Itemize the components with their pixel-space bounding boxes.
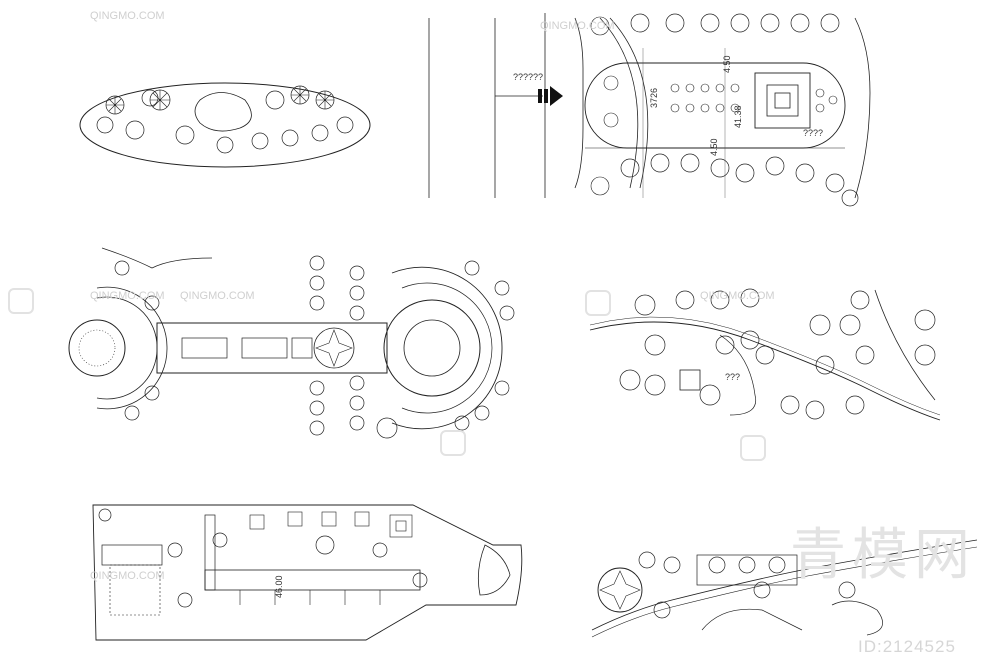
long-plaza-drawing: 46.00 bbox=[92, 504, 523, 641]
circular-plaza-drawing bbox=[591, 539, 978, 638]
watermark-site-mark: QINGMO.COM bbox=[90, 10, 165, 22]
ellipse-island-drawing bbox=[79, 82, 371, 168]
tree-plan-icon bbox=[96, 85, 354, 154]
double-chevron-arrow bbox=[538, 86, 563, 106]
dimension-length: 46.00 bbox=[274, 575, 284, 598]
dimension-bottom: 4.50 bbox=[709, 138, 719, 156]
tree-plan-icon bbox=[98, 508, 428, 608]
watermark-brand: 青模网 bbox=[790, 523, 976, 588]
panel-axial-plaza bbox=[62, 218, 532, 443]
riverside-park-drawing: ??? bbox=[589, 288, 941, 421]
panel-street-plaza: ?????? ???? 4.50 3726 4.50 41.38 bbox=[425, 8, 900, 208]
watermark-site-mark: QINGMO.COM bbox=[540, 20, 615, 32]
panel-long-plaza: 46.00 bbox=[90, 500, 525, 645]
watermark-id: ID:2124525 bbox=[858, 637, 956, 656]
annotation-park: ??? bbox=[725, 372, 740, 382]
dimension-top: 4.50 bbox=[722, 55, 732, 73]
dimension-middle: 41.38 bbox=[733, 105, 743, 128]
panel-ellipse-island bbox=[75, 75, 375, 175]
tree-plan-icon bbox=[620, 13, 859, 207]
tree-plan-icon bbox=[638, 551, 856, 619]
dimension-width: 3726 bbox=[649, 88, 659, 108]
watermark-site-mark: QINGMO.COM bbox=[90, 570, 165, 582]
watermark-site-mark: QINGMO.COM bbox=[700, 290, 775, 302]
street-plaza-drawing: ?????? ???? 4.50 3726 4.50 41.38 bbox=[428, 13, 871, 207]
annotation-road: ?????? bbox=[513, 72, 543, 82]
annotation-plaza: ???? bbox=[803, 128, 823, 138]
qingmo-logo-icon bbox=[440, 430, 466, 456]
watermark-site-mark: QINGMO.COM bbox=[90, 290, 165, 302]
watermark-site-mark: QINGMO.COM bbox=[180, 290, 255, 302]
panel-riverside-park: ??? bbox=[585, 280, 945, 435]
qingmo-logo-icon bbox=[740, 435, 766, 461]
qingmo-logo-icon bbox=[585, 290, 611, 316]
panel-circular-plaza bbox=[582, 535, 978, 645]
tree-plan-icon bbox=[114, 255, 515, 439]
axial-plaza-drawing bbox=[68, 247, 515, 439]
tree-plan-icon bbox=[619, 288, 936, 420]
qingmo-logo-icon bbox=[8, 288, 34, 314]
